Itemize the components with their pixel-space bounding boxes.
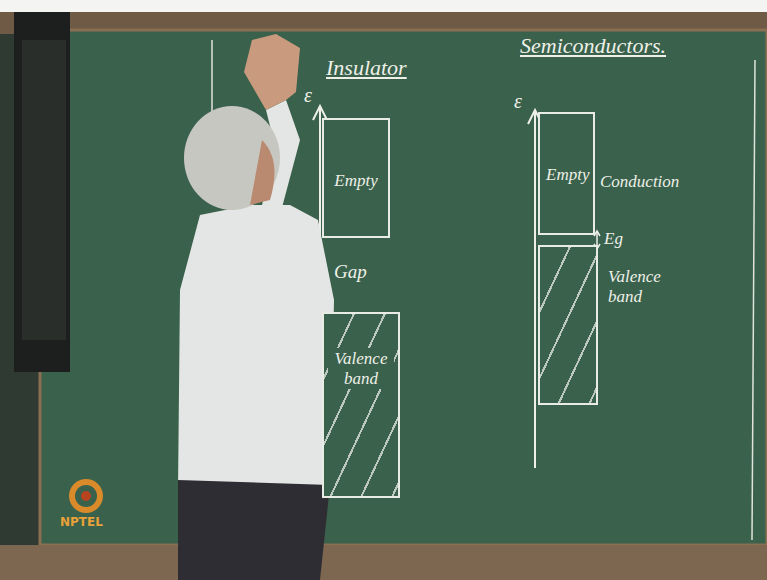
- axis-label: ε: [304, 84, 312, 106]
- hair: [184, 106, 280, 210]
- gap-label: Gap: [334, 262, 367, 283]
- gap-energy-label: Eg: [604, 230, 623, 249]
- band-box: Valence band: [538, 245, 598, 405]
- band-label: Valence band: [328, 348, 394, 389]
- shirt: [178, 205, 334, 495]
- band-box: Empty: [322, 118, 390, 238]
- hand: [244, 34, 300, 110]
- trousers: [178, 480, 330, 580]
- lecturer: [178, 34, 334, 580]
- monitor: [22, 40, 66, 340]
- section-heading: Semiconductors.: [520, 34, 666, 58]
- chalkboard: [40, 30, 767, 545]
- band-label: Empty: [544, 164, 589, 186]
- divider-line: [752, 60, 755, 540]
- energy-axis: [534, 112, 536, 468]
- logo-text: NPTEL: [60, 516, 103, 529]
- logo-wheel: [81, 491, 91, 501]
- side-panel: [14, 12, 70, 372]
- band-side-label: Conduction: [600, 172, 679, 192]
- wall: [0, 0, 767, 12]
- face: [250, 140, 275, 205]
- logo-wheel: [69, 479, 103, 513]
- band-side-label: Valence band: [608, 267, 670, 306]
- band-box: Valence band: [322, 312, 400, 498]
- logo-wheel: [75, 485, 97, 507]
- band-label: Empty: [328, 170, 384, 192]
- band-box: EmptyConduction: [538, 112, 595, 235]
- chalk-ledge: [0, 545, 767, 580]
- axis-label: ε: [514, 90, 522, 112]
- board-border: [40, 30, 767, 545]
- section-heading: Insulator: [326, 56, 407, 80]
